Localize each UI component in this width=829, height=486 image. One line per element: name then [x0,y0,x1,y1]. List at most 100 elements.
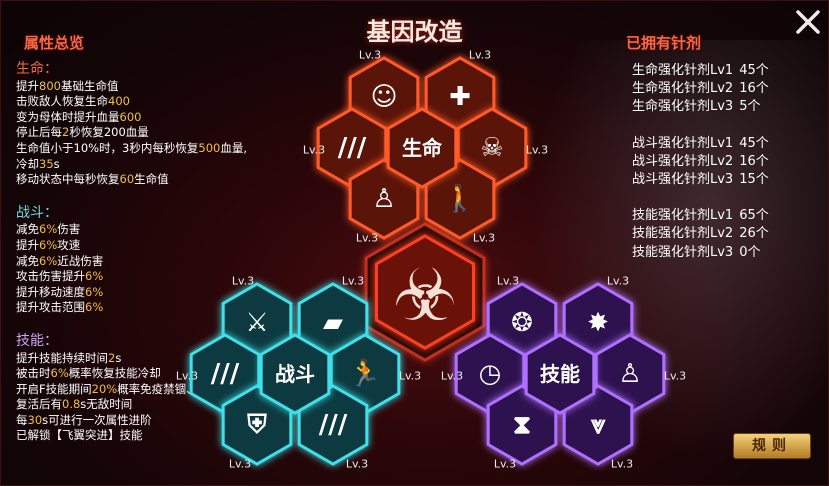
stat-line: 生命值小于10%时，3秒内每秒恢复500血量, [16,141,247,157]
close-icon[interactable] [794,8,822,36]
serum-name: 战斗强化针剂Lv3 [632,172,734,188]
serum-row: 战斗强化针剂Lv1 45个 [632,135,769,153]
node-level: Lv.3 [355,231,379,245]
serum-count: 45个 [739,63,769,78]
serum-row: 技能强化针剂Lv2 26个 [632,225,769,243]
serum-row: 生命强化针剂Lv2 16个 [632,80,769,98]
stat-text: s无敌时间 [80,397,133,412]
stat-text: 生命值小于10%时，3秒内每秒恢复 [16,140,199,155]
stat-text: 攻速 [57,237,81,252]
serum-count: 45个 [739,135,769,151]
stat-text: 生命值 [134,172,169,187]
serum-name: 生命强化针剂Lv3 [632,99,734,115]
serum-count: 15个 [739,172,769,188]
node-level: Lv.3 [468,48,492,62]
stat-line: 提升800基础生命值 [16,79,247,95]
stat-text: 6% [39,222,58,237]
stat-text: 6% [85,284,104,299]
stat-text: 近战伤害 [57,253,104,268]
skull-plus-icon: ☠ [480,133,503,163]
serum-count: 16个 [739,81,769,97]
combat-center-label: 战斗 [275,362,315,386]
walker-plus-icon: 🚶 [444,183,476,214]
serum-row: 生命强化针剂Lv1 45个 [632,62,769,80]
stat-text: 已解锁【飞翼突进】技能 [16,428,143,443]
stat-text: 减免 [16,222,39,237]
stat-line: 复活后有0.8s无敌时间 [16,397,247,413]
core-inner-hex[interactable] [375,234,475,350]
stat-text: 冷却 [16,156,39,171]
stat-line: 减免6%近战伤害 [16,254,247,270]
stat-text: 基础生命值 [60,78,119,93]
serum-name: 技能强化针剂Lv2 [632,226,734,242]
stat-text: 400 [108,94,130,109]
stat-line: 移动状态中每秒恢复60生命值 [16,172,247,188]
stat-text: 复活后有 [16,397,62,412]
stat-text: 被击时 [16,366,51,381]
inventory-heading: 已拥有针剂 [626,34,702,52]
skill-center-hex[interactable] [524,333,596,415]
stat-text: 60 [119,172,135,187]
stat-text: 提升移动速度 [16,284,85,299]
shield-wings-icon: ❂ [511,308,533,338]
node-level: Lv.3 [398,369,422,383]
person-up-icon: ☺ [370,82,397,112]
stat-text: 6% [39,253,58,268]
serum-row: 战斗强化针剂Lv3 15个 [632,171,769,189]
stat-line: 已解锁【飞翼突进】技能 [16,428,247,444]
serum-count: 0个 [739,244,761,260]
node-level: Lv.3 [663,369,687,383]
stat-text: 500 [198,140,221,155]
section-label: 战斗： [16,204,58,221]
node-level: Lv.3 [228,457,252,471]
stat-text: 停止后每 [16,125,62,140]
node-level: Lv.3 [493,457,517,471]
wings-up-icon: ⩔ [590,410,606,440]
stat-text: 减免 [16,253,39,268]
stat-text: 提升 [16,237,39,252]
stat-text: s可进行一次属性进阶 [42,412,152,427]
stat-text: 每 [16,412,28,427]
stat-text: 血量, [220,140,247,155]
life-center-hex[interactable] [386,107,458,189]
combat-center-hex[interactable] [259,333,331,415]
stat-line: 击败敌人恢复生命400 [16,94,247,110]
rules-button[interactable]: 规则 [733,433,811,459]
stat-line: 每30s可进行一次属性进阶 [16,413,247,429]
stat-text: s [115,350,122,365]
stat-text: 变为母体时提升血量 [16,109,120,124]
section-label: 生命： [16,61,58,77]
stat-text: 移动状态中每秒恢复 [16,172,120,187]
serum-count: 26个 [739,226,769,242]
node-level: Lv.3 [345,457,369,471]
node-level: Lv.3 [341,274,365,288]
stat-text: 提升 [16,78,39,93]
serum-name: 技能强化针剂Lv3 [632,244,734,260]
serum-count: 16个 [739,153,769,169]
serum-count: 65个 [739,208,769,224]
muscle-man-icon: ✸ [587,308,609,338]
stat-text: 2 [108,350,116,365]
person-plus-icon: ♙ [372,184,395,214]
stat-line: 冷却35s [16,157,247,173]
serum-name: 战斗强化针剂Lv1 [632,135,734,151]
stat-line: 变为母体时提升血量600 [16,110,247,126]
node-level: Lv.3 [231,274,255,288]
stat-text: 35 [39,156,54,171]
node-level: Lv.3 [496,274,520,288]
serum-name: 生命强化针剂Lv2 [632,81,734,97]
stat-text: 6% [85,269,104,284]
gun-up-icon: ▰ [323,308,343,338]
serum-name: 生命强化针剂Lv1 [632,63,734,78]
stat-line: 提升移动速度6% [16,285,247,301]
stat-line: 攻击伤害提升6% [16,269,247,285]
stat-text: 提升攻击范围 [16,300,85,315]
stat-line: 提升技能持续时间2s [16,351,247,367]
node-level: Lv.3 [525,143,549,157]
biohazard-icon: ☣ [393,253,458,337]
